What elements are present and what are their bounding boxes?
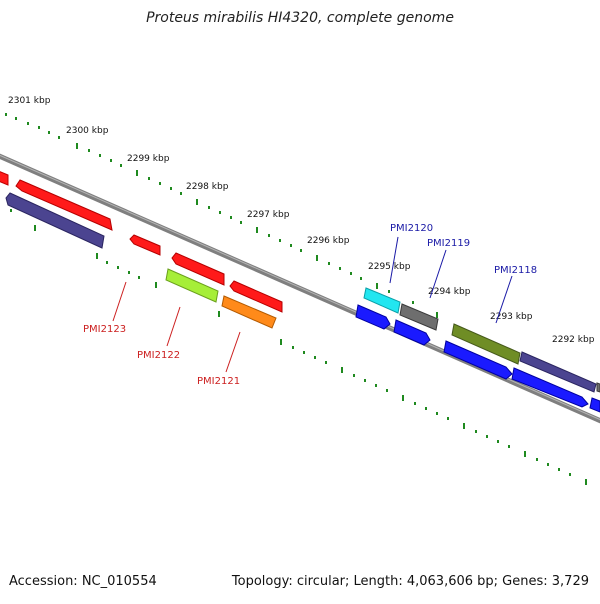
gene-labels: PMI2120 PMI2119 PMI2118 PMI2123 PMI2122 … <box>83 223 537 387</box>
gene-feature[interactable] <box>589 397 600 413</box>
kbp-label: 2301 kbp <box>8 96 51 106</box>
gene-label-reverse: PMI2123 <box>83 324 126 335</box>
gene-feature[interactable] <box>5 192 105 249</box>
kbp-label: 2300 kbp <box>66 126 109 136</box>
gene-label-reverse: PMI2122 <box>137 350 180 361</box>
gene-feature[interactable] <box>165 268 219 303</box>
genome-stats-text: Topology: circular; Length: 4,063,606 bp… <box>231 574 589 589</box>
gene-label-reverse: PMI2121 <box>197 376 240 387</box>
kbp-label: 2295 kbp <box>368 262 411 272</box>
gene-feature[interactable] <box>393 319 431 346</box>
label-leader-lines <box>112 236 513 373</box>
inner-tick-ruler <box>10 209 587 485</box>
gene-feature[interactable] <box>355 304 391 330</box>
gene-label-forward: PMI2120 <box>390 223 433 234</box>
gene-feature[interactable] <box>229 280 283 313</box>
genome-backbone <box>0 153 600 424</box>
kbp-label: 2293 kbp <box>490 312 533 322</box>
gene-feature[interactable] <box>221 295 277 329</box>
gene-feature[interactable] <box>363 287 401 314</box>
kbp-label: 2297 kbp <box>247 210 290 220</box>
kbp-label: 2296 kbp <box>307 236 350 246</box>
kbp-label: 2294 kbp <box>428 287 471 297</box>
accession-text: Accession: NC_010554 <box>9 574 157 589</box>
kbp-label: 2292 kbp <box>552 335 595 345</box>
gene-label-forward: PMI2119 <box>427 238 470 249</box>
gene-feature[interactable] <box>399 303 439 331</box>
genome-title: Proteus mirabilis HI4320, complete genom… <box>146 10 454 26</box>
kbp-label: 2299 kbp <box>127 154 170 164</box>
gene-feature[interactable] <box>15 179 113 231</box>
gene-features <box>0 170 600 413</box>
kbp-label: 2298 kbp <box>186 182 229 192</box>
gene-feature[interactable] <box>596 382 600 393</box>
gene-label-forward: PMI2118 <box>494 265 537 276</box>
kbp-ruler-labels: 2301 kbp 2300 kbp 2299 kbp 2298 kbp 2297… <box>8 96 595 345</box>
gene-feature[interactable] <box>443 340 513 380</box>
gene-feature[interactable] <box>0 170 9 186</box>
gene-feature[interactable] <box>129 234 161 256</box>
gene-feature[interactable] <box>519 351 597 393</box>
gene-feature[interactable] <box>171 252 225 286</box>
gene-feature[interactable] <box>451 323 521 365</box>
gene-feature[interactable] <box>511 367 589 408</box>
